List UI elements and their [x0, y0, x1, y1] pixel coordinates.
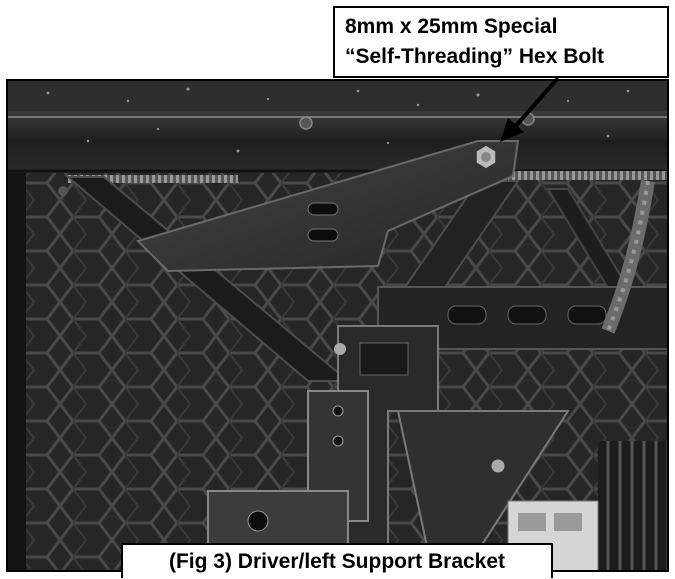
callout-line-1: 8mm x 25mm Special: [345, 15, 558, 38]
callout-line-2: “Self-Threading” Hex Bolt: [345, 45, 605, 68]
bolt-callout-label: 8mm x 25mm Special “Self-Threading” Hex …: [333, 6, 669, 78]
figure-caption: (Fig 3) Driver/left Support Bracket: [121, 543, 553, 578]
caption-text: (Fig 3) Driver/left Support Bracket: [168, 550, 506, 573]
installation-photo: [6, 79, 669, 572]
